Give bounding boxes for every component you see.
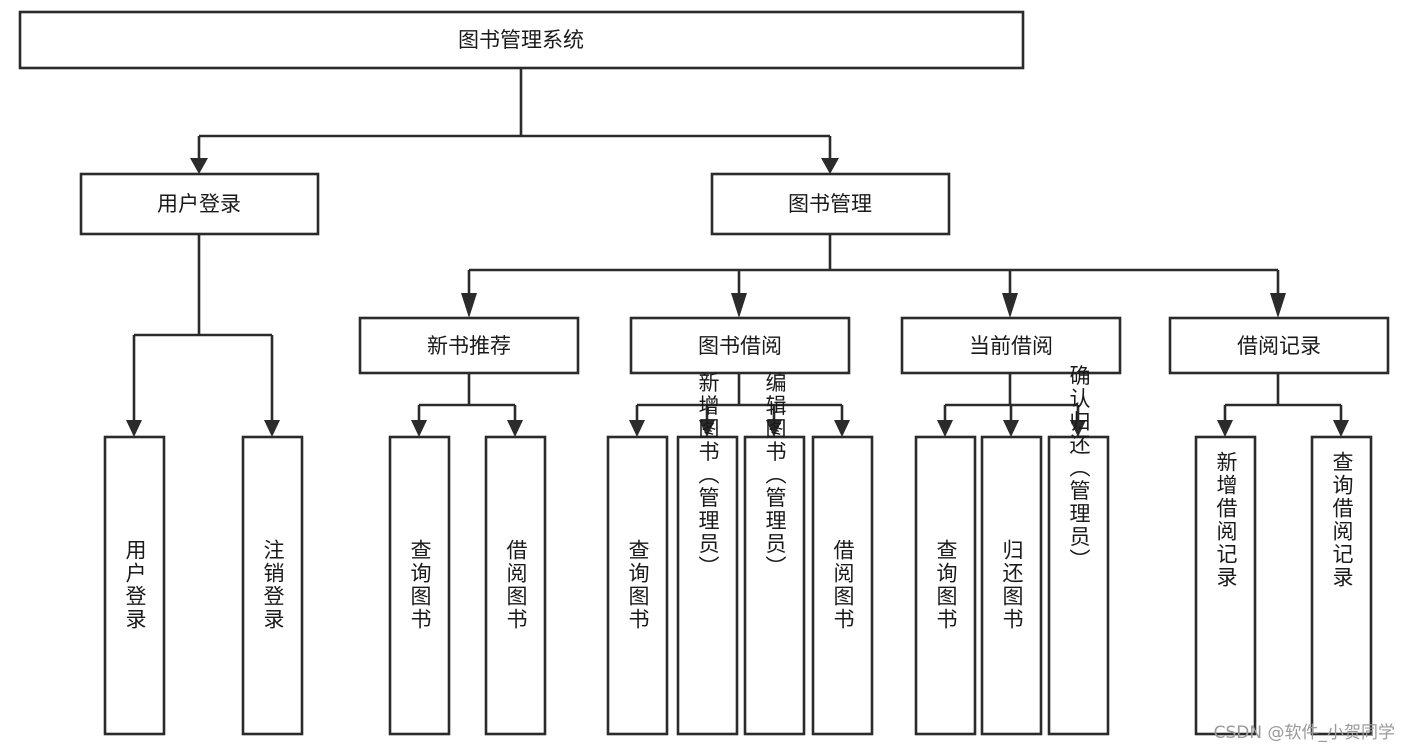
node-box-book-management[interactable] [710, 172, 951, 236]
node-label-borrow-record: 借阅记录 [1237, 334, 1321, 358]
node-book-management-system[interactable]: 图书管理系统 [18, 10, 1025, 70]
leaf-node-current-borrow-0[interactable]: 查询图书 [914, 435, 977, 736]
leaf-node-borrow-record-1[interactable]: 查询借阅记录 [1310, 435, 1373, 736]
node-box-new-book-recommend[interactable] [358, 316, 580, 375]
node-book-management[interactable]: 图书管理 [710, 172, 951, 236]
node-label-current-borrow: 当前借阅 [969, 334, 1053, 358]
node-current-borrow[interactable]: 当前借阅 [900, 316, 1122, 375]
leaf-box-borrow-record-0[interactable] [1194, 435, 1257, 736]
leaf-label-user-login-1: 注销登录 [261, 539, 285, 631]
node-label-book-management: 图书管理 [788, 192, 872, 216]
arrowhead-leaf-borrow-2 [766, 420, 782, 437]
arrowhead-l2-0 [461, 293, 477, 318]
leaf-node-new-book-0[interactable]: 查询图书 [388, 435, 451, 736]
arrowhead-leaf-current-2 [1070, 420, 1086, 437]
leaf-box-book-borrow-3[interactable] [811, 435, 874, 736]
node-box-root[interactable] [18, 10, 1025, 70]
arrowhead-user-login [190, 158, 208, 174]
arrowhead-leaf-user-login-1 [264, 420, 280, 437]
leaf-box-new-book-1[interactable] [484, 435, 547, 736]
leaf-label-book-borrow-2: 编辑图书（管理员） [763, 372, 787, 579]
leaf-box-book-borrow-0[interactable] [606, 435, 669, 736]
arrowhead-l2-1 [731, 293, 747, 318]
node-box-user-login[interactable] [79, 172, 320, 236]
leaf-box-borrow-record-1[interactable] [1310, 435, 1373, 736]
connector-layer [126, 68, 1349, 437]
leaf-box-user-login-0[interactable] [103, 435, 166, 736]
node-label-book-borrow: 图书借阅 [698, 334, 782, 358]
arrowhead-l2-3 [1270, 293, 1286, 318]
node-new-book-recommend[interactable]: 新书推荐 [358, 316, 580, 375]
arrowhead-leaf-borrow-3 [834, 420, 850, 437]
node-label-root: 图书管理系统 [458, 28, 584, 52]
arrowhead-leaf-record-0 [1217, 420, 1233, 437]
leaf-node-book-borrow-1[interactable]: 新增图书（管理员） [676, 372, 739, 736]
arrowhead-leaf-newbook-0 [411, 420, 427, 437]
leaf-label-current-borrow-1: 归还图书 [1000, 539, 1024, 631]
leaf-node-book-borrow-0[interactable]: 查询图书 [606, 435, 669, 736]
leaf-label-book-borrow-1: 新增图书（管理员） [696, 372, 720, 579]
leaf-label-current-borrow-0: 查询图书 [934, 539, 958, 631]
leaf-box-book-borrow-1[interactable] [676, 435, 739, 736]
node-box-borrow-record[interactable] [1168, 316, 1390, 375]
leaf-box-new-book-0[interactable] [388, 435, 451, 736]
leaf-node-book-borrow-2[interactable]: 编辑图书（管理员） [743, 372, 806, 736]
leaf-node-new-book-1[interactable]: 借阅图书 [484, 435, 547, 736]
node-box-book-borrow[interactable] [629, 316, 851, 375]
arrowhead-book-manage [821, 158, 839, 174]
leaf-node-book-borrow-3[interactable]: 借阅图书 [811, 435, 874, 736]
leaf-node-user-login-0[interactable]: 用户登录 [103, 435, 166, 736]
node-borrow-record[interactable]: 借阅记录 [1168, 316, 1390, 375]
leaf-label-borrow-record-1: 查询借阅记录 [1330, 451, 1354, 589]
arrowhead-leaf-borrow-0 [629, 420, 645, 437]
arrowhead-leaf-newbook-1 [507, 420, 523, 437]
node-user-login[interactable]: 用户登录 [79, 172, 320, 236]
leaf-box-user-login-1[interactable] [241, 435, 304, 736]
node-book-borrow[interactable]: 图书借阅 [629, 316, 851, 375]
leaf-node-borrow-record-0[interactable]: 新增借阅记录 [1194, 435, 1257, 736]
leaf-label-new-book-1: 借阅图书 [504, 539, 528, 631]
leaf-label-current-borrow-2: 确认归还（管理员） [1067, 365, 1091, 572]
leaf-label-book-borrow-3: 借阅图书 [831, 539, 855, 631]
leaf-node-current-borrow-2[interactable]: 确认归还（管理员） [1047, 365, 1110, 736]
arrowhead-leaf-current-0 [937, 420, 953, 437]
arrowhead-leaf-current-1 [1003, 420, 1019, 437]
node-label-new-book-recommend: 新书推荐 [427, 334, 511, 358]
arrowhead-leaf-borrow-1 [699, 420, 715, 437]
leaf-box-current-borrow-1[interactable] [980, 435, 1043, 736]
arrowhead-l2-2 [1002, 293, 1018, 318]
node-box-current-borrow[interactable] [900, 316, 1122, 375]
leaf-box-current-borrow-0[interactable] [914, 435, 977, 736]
leaf-box-book-borrow-2[interactable] [743, 435, 806, 736]
leaf-label-borrow-record-0: 新增借阅记录 [1214, 451, 1238, 589]
leaf-label-user-login-0: 用户登录 [123, 539, 147, 631]
arrowhead-leaf-record-1 [1333, 420, 1349, 437]
arrowhead-leaf-user-login-0 [126, 420, 142, 437]
leaf-box-current-borrow-2[interactable] [1047, 435, 1110, 736]
node-label-user-login: 用户登录 [157, 192, 241, 216]
leaf-label-new-book-0: 查询图书 [408, 539, 432, 631]
leaf-node-current-borrow-1[interactable]: 归还图书 [980, 435, 1043, 736]
leaf-label-book-borrow-0: 查询图书 [626, 539, 650, 631]
leaf-node-user-login-1[interactable]: 注销登录 [241, 435, 304, 736]
csdn-watermark: CSDN @软件_小贺同学 [1213, 723, 1395, 743]
